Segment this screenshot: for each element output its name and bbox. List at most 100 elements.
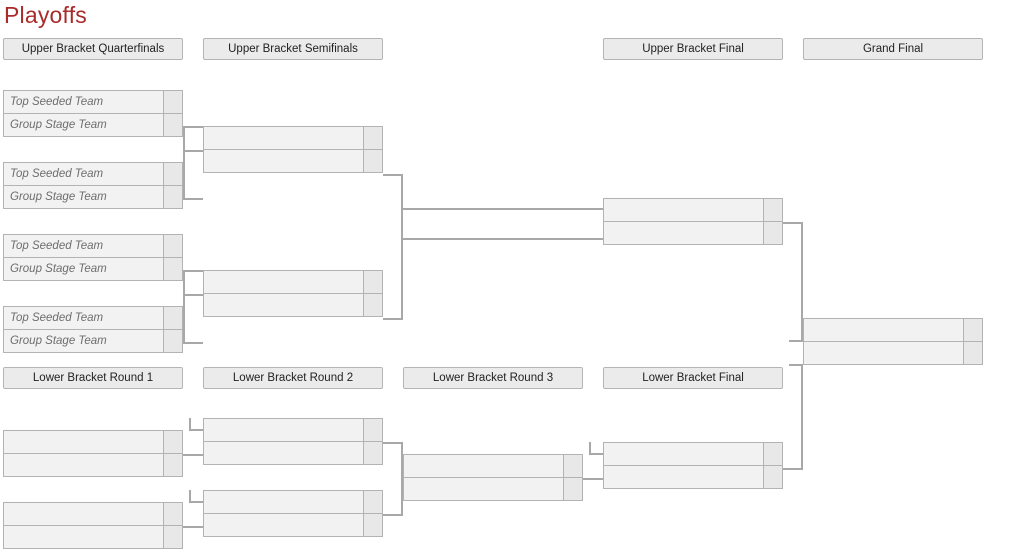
connector xyxy=(383,442,403,444)
connector xyxy=(189,418,191,431)
match-slot[interactable] xyxy=(803,341,983,365)
match-ub-qf-1[interactable]: Top Seeded Team Group Stage Team xyxy=(3,90,183,138)
match-lb-final[interactable] xyxy=(603,442,783,490)
match-slot[interactable] xyxy=(403,454,583,478)
match-slot[interactable]: Group Stage Team xyxy=(3,113,183,137)
match-lb-r2-1[interactable] xyxy=(203,418,383,466)
connector xyxy=(589,442,591,455)
match-slot[interactable]: Group Stage Team xyxy=(3,329,183,353)
team-name: Top Seeded Team xyxy=(10,168,104,180)
connector xyxy=(189,490,191,503)
connector xyxy=(183,342,203,344)
match-lb-r1-1[interactable] xyxy=(3,430,183,478)
connector xyxy=(183,150,203,152)
match-slot[interactable] xyxy=(603,442,783,466)
match-ub-qf-2[interactable]: Top Seeded Team Group Stage Team xyxy=(3,162,183,210)
round-header-upper-quarterfinals[interactable]: Upper Bracket Quarterfinals xyxy=(3,38,183,60)
match-slot[interactable] xyxy=(3,502,183,526)
team-name xyxy=(204,294,363,316)
match-lb-r2-2[interactable] xyxy=(203,490,383,538)
team-name: Group Stage Team xyxy=(10,263,107,275)
connector xyxy=(401,208,603,210)
match-slot[interactable] xyxy=(203,270,383,294)
team-name: Top Seeded Team xyxy=(10,312,104,324)
match-slot[interactable] xyxy=(603,198,783,222)
match-slot[interactable] xyxy=(403,477,583,501)
match-ub-final[interactable] xyxy=(603,198,783,246)
team-name xyxy=(204,150,363,172)
match-slot[interactable]: Group Stage Team xyxy=(3,185,183,209)
team-name xyxy=(604,222,763,244)
match-slot[interactable] xyxy=(203,490,383,514)
team-name: Group Stage Team xyxy=(10,191,107,203)
match-slot[interactable] xyxy=(3,430,183,454)
connector xyxy=(789,340,803,342)
match-slot[interactable] xyxy=(603,465,783,489)
team-name xyxy=(204,127,363,149)
connector xyxy=(401,238,603,240)
match-slot[interactable] xyxy=(203,441,383,465)
match-slot[interactable] xyxy=(603,221,783,245)
team-score xyxy=(363,514,382,536)
match-lb-r1-2[interactable] xyxy=(3,502,183,550)
team-score xyxy=(163,526,182,548)
team-score xyxy=(163,258,182,280)
team-score xyxy=(363,419,382,441)
team-name xyxy=(604,443,763,465)
match-slot[interactable] xyxy=(203,126,383,150)
match-slot[interactable] xyxy=(203,513,383,537)
match-slot[interactable] xyxy=(203,293,383,317)
round-header-upper-semifinals[interactable]: Upper Bracket Semifinals xyxy=(203,38,383,60)
match-slot[interactable]: Top Seeded Team xyxy=(3,234,183,258)
match-ub-sf-2[interactable] xyxy=(203,270,383,318)
match-slot[interactable] xyxy=(203,418,383,442)
match-slot[interactable]: Top Seeded Team xyxy=(3,306,183,330)
match-slot[interactable] xyxy=(203,149,383,173)
connector xyxy=(383,318,403,320)
connector xyxy=(183,126,185,150)
team-score xyxy=(563,455,582,477)
round-header-lower-round-3[interactable]: Lower Bracket Round 3 xyxy=(403,367,583,389)
match-ub-qf-3[interactable]: Top Seeded Team Group Stage Team xyxy=(3,234,183,282)
round-header-lower-round-2[interactable]: Lower Bracket Round 2 xyxy=(203,367,383,389)
team-name: Group Stage Team xyxy=(10,119,107,131)
team-name xyxy=(204,442,363,464)
team-score xyxy=(163,235,182,257)
connector xyxy=(401,208,403,320)
match-slot[interactable]: Top Seeded Team xyxy=(3,162,183,186)
team-name xyxy=(204,271,363,293)
match-slot[interactable]: Group Stage Team xyxy=(3,257,183,281)
connector xyxy=(183,270,203,272)
round-header-lower-final[interactable]: Lower Bracket Final xyxy=(603,367,783,389)
round-header-upper-final[interactable]: Upper Bracket Final xyxy=(603,38,783,60)
match-slot[interactable]: Top Seeded Team xyxy=(3,90,183,114)
team-score xyxy=(163,431,182,453)
team-score xyxy=(163,186,182,208)
team-name xyxy=(804,342,963,364)
team-name xyxy=(4,454,163,476)
match-ub-sf-1[interactable] xyxy=(203,126,383,174)
round-header-grand-final[interactable]: Grand Final xyxy=(803,38,983,60)
match-slot[interactable] xyxy=(3,453,183,477)
match-slot[interactable] xyxy=(803,318,983,342)
team-name xyxy=(204,514,363,536)
match-ub-qf-4[interactable]: Top Seeded Team Group Stage Team xyxy=(3,306,183,354)
team-score xyxy=(363,271,382,293)
match-grand-final[interactable] xyxy=(803,318,983,366)
round-header-lower-round-1[interactable]: Lower Bracket Round 1 xyxy=(3,367,183,389)
team-score xyxy=(163,454,182,476)
team-score xyxy=(763,199,782,221)
team-score xyxy=(363,491,382,513)
connector xyxy=(183,526,203,528)
match-lb-r3[interactable] xyxy=(403,454,583,502)
team-name: Top Seeded Team xyxy=(10,96,104,108)
match-slot[interactable] xyxy=(3,525,183,549)
connector xyxy=(783,222,803,224)
team-score xyxy=(163,503,182,525)
team-name xyxy=(204,491,363,513)
team-score xyxy=(363,127,382,149)
team-score xyxy=(763,443,782,465)
team-name xyxy=(404,478,563,500)
connector xyxy=(183,150,185,198)
